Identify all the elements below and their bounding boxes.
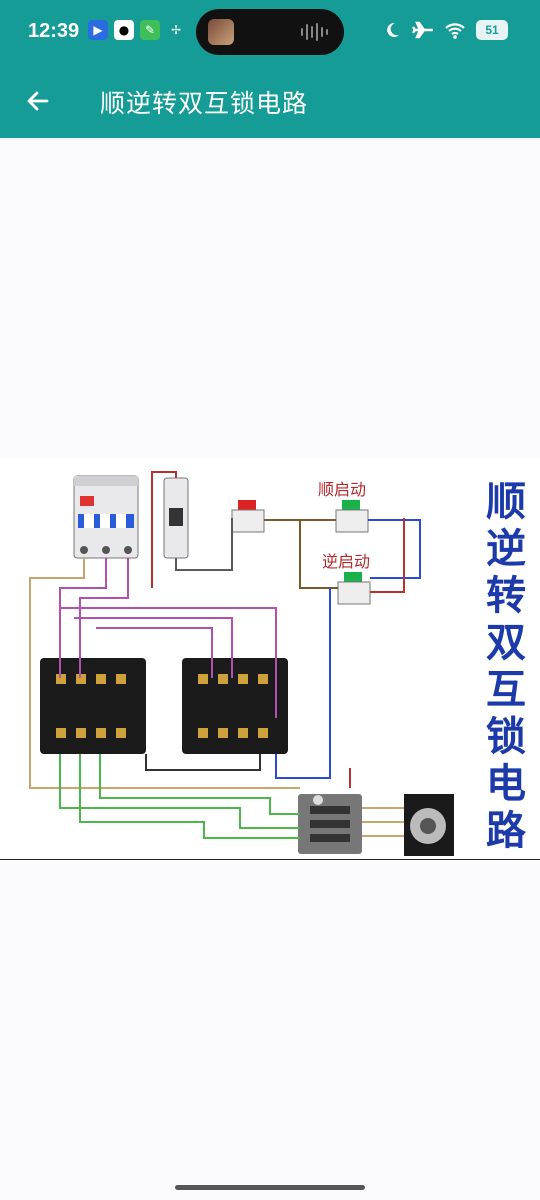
status-time: 12:39 — [28, 20, 80, 42]
contactor-2 — [182, 658, 288, 754]
forward-start-label: 顺启动 — [318, 480, 367, 499]
forward-start-button — [335, 500, 369, 533]
vertical-title-char: 转 — [486, 572, 526, 619]
stop-button — [231, 500, 265, 533]
diagram-vertical-title: 顺 逆 转 双 互 锁 电 路 — [478, 478, 534, 854]
wifi-icon — [445, 23, 465, 39]
app-badge-icon: ▶ — [88, 20, 108, 40]
audio-wave-icon — [301, 23, 328, 41]
back-button[interactable] — [18, 81, 58, 121]
contactor-1 — [40, 658, 146, 754]
vertical-title-char: 双 — [486, 619, 526, 666]
motor — [404, 794, 454, 856]
vertical-title-char: 路 — [486, 807, 526, 854]
breaker-1p — [163, 477, 189, 559]
system-icons: 51 — [382, 20, 508, 40]
dynamic-island[interactable] — [196, 9, 344, 55]
vertical-title-char: 电 — [486, 760, 526, 807]
vertical-title-char: 顺 — [486, 478, 526, 525]
airplane-icon — [412, 21, 433, 39]
arrow-left-icon — [27, 91, 49, 111]
notification-icons: ▶ ● ✎ ✢ — [88, 20, 186, 40]
content-area[interactable]: 顺启动 逆启动 顺 逆 转 双 互 锁 电 路 — [0, 138, 540, 1200]
page-title: 顺逆转双互锁电路 — [100, 89, 309, 118]
wiring-diagram-drawing — [29, 471, 454, 856]
vertical-title-char: 锁 — [486, 713, 526, 760]
media-thumbnail — [208, 19, 234, 45]
reverse-start-label: 逆启动 — [322, 552, 371, 571]
app-bar: 顺逆转双互锁电路 — [0, 64, 540, 138]
vertical-title-char: 逆 — [486, 525, 526, 572]
status-bar: 12:39 ▶ ● ✎ ✢ 51 — [0, 0, 540, 64]
vertical-title-char: 互 — [486, 666, 526, 713]
battery-icon: 51 — [476, 20, 508, 40]
qq-icon: ● — [114, 20, 134, 40]
reverse-start-button — [337, 572, 371, 605]
pinwheel-icon: ✢ — [170, 23, 182, 37]
wiring-diagram-image[interactable]: 顺启动 逆启动 顺 逆 转 双 互 锁 电 路 — [0, 458, 540, 860]
breaker-3p — [73, 475, 139, 559]
thermal-relay — [298, 794, 362, 854]
tool-icon: ✎ — [140, 20, 160, 40]
home-indicator[interactable] — [175, 1185, 365, 1190]
moon-icon — [387, 22, 399, 37]
